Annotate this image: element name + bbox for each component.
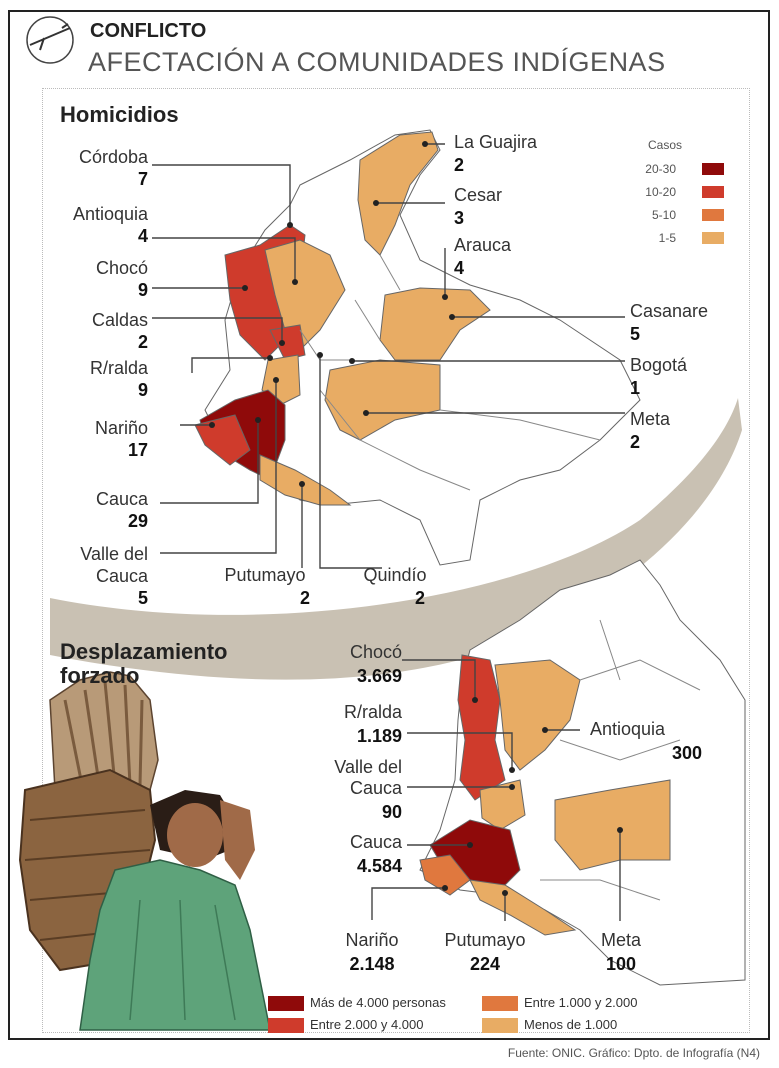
region-value: 17 [127,440,148,460]
putumayo-desp-region [469,879,577,936]
woman-illustration [18,671,271,1031]
desplazamiento-map [419,559,746,986]
region-name: Nariño [345,930,399,950]
region-name: R/ralda [89,358,148,378]
legend-swatch [702,209,724,221]
homicidios-leaders [152,143,625,569]
caldas-region [269,324,306,361]
woman-face [167,803,223,867]
meta-desp-region [554,779,671,871]
region-name: La Guajira [454,132,538,152]
legend-label: Entre 1.000 y 2.000 [524,995,638,1010]
narino-region [194,414,251,466]
region-value: 90 [381,802,402,822]
region-value: 2 [454,155,465,175]
header-title: AFECTACIÓN A COMUNIDADES INDÍGENAS [88,47,666,77]
header-kicker: CONFLICTO [90,20,207,42]
region-name: Meta [630,409,671,429]
region-name: Antioquia [590,719,666,739]
region-value: 2 [414,588,425,608]
region-name: Casanare [630,301,709,321]
legend-label: Entre 2.000 y 4.000 [310,1017,424,1032]
region-value: 300 [672,743,703,763]
region-value: 3.669 [356,666,402,686]
homicidios-markers [209,141,455,487]
region-name: Arauca [454,235,512,255]
homicidios-heading: Homicidios [60,102,179,127]
region-name: Chocó [349,642,402,662]
region-value: 5 [137,588,148,608]
legend-swatch [482,1018,518,1033]
region-name: Cauca [349,832,402,852]
region-name: Quindío [363,565,427,585]
woman-arm [220,800,255,880]
region-name: Meta [600,930,642,950]
arauca-casanare-region [379,287,491,361]
region-value: 2 [299,588,310,608]
legend-swatch [702,232,724,244]
region-value: 9 [137,280,148,300]
desplazamiento-heading-line1: Desplazamiento [60,639,228,664]
region-name: Nariño [94,418,148,438]
legend-label: 20-30 [645,162,676,176]
desplazamiento-leaders [371,659,621,921]
desplazamiento-markers [442,697,623,896]
region-name: Caldas [91,310,148,330]
legend-swatch [268,996,304,1011]
region-value: 29 [127,511,148,531]
legend-label: 10-20 [645,185,676,199]
region-name: Putumayo [444,930,526,950]
region-value: 100 [605,954,637,974]
green-dress [79,859,271,1031]
region-name: Córdoba [78,147,148,167]
region-name: Putumayo [224,565,306,585]
legend-swatch [268,1018,304,1033]
region-value: 1.189 [356,726,402,746]
region-value: 5 [630,324,641,344]
inner-dotted-frame [42,88,750,1033]
region-value: 9 [137,380,148,400]
guajira-cesar-region [357,131,439,256]
region-value: 2 [630,432,641,452]
region-name: Antioquia [72,204,148,224]
narino-desp-region [419,854,471,896]
region-value: 1 [630,378,641,398]
homicidios-map [194,129,641,566]
legend-label: 5-10 [651,208,676,222]
region-value: 4 [137,226,148,246]
region-name: Cauca [95,489,148,509]
region-name: Valle del Cauca [334,757,402,798]
region-value: 3 [454,208,465,228]
region-value: 2 [137,332,148,352]
region-value: 7 [137,169,148,189]
antioquia-region [264,239,346,351]
antioquia-desp-region [494,659,581,771]
legend-label: Menos de 1.000 [524,1017,618,1032]
source-credit: Fuente: ONIC. Gráfico: Dpto. de Infograf… [507,1046,760,1060]
valle-desp-region [479,779,526,831]
desplazamiento-internal-borders [540,619,701,901]
desplazamiento-heading-line2: forzado [60,663,140,688]
legend-label: Más de 4.000 personas [310,995,446,1010]
region-value: 224 [469,954,501,974]
region-name: Cesar [454,185,503,205]
region-name: Chocó [95,258,148,278]
legend-title: Casos [648,138,683,152]
region-value: 4.584 [356,856,402,876]
putumayo-region [259,454,352,506]
legend-swatch [702,186,724,198]
legend-label: 1-5 [658,231,676,245]
rifle-icon [26,16,74,64]
region-name: R/ralda [343,702,402,722]
region-name: Bogotá [630,355,688,375]
legend-swatch [702,163,724,175]
region-name: Valle del Cauca [80,544,148,586]
region-value: 2.148 [349,954,395,974]
legend-swatch [482,996,518,1011]
region-value: 4 [454,258,465,278]
outer-border [8,10,770,1040]
